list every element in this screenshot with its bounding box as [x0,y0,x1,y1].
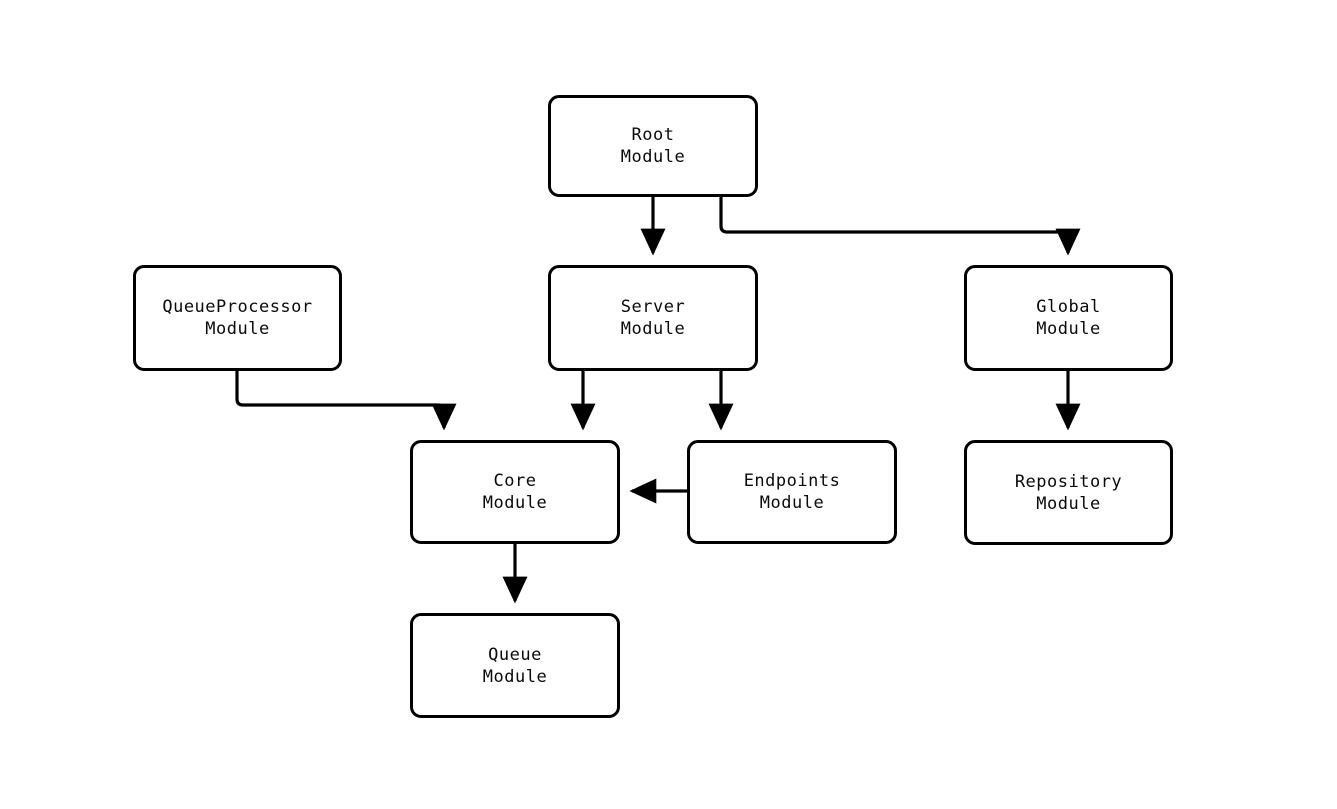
edge-queueprocessor-to-core [235,371,457,431]
node-core-label: Core Module [482,471,548,513]
node-queue-label: Queue Module [482,644,548,687]
node-endpoints[interactable]: Endpoints Module [687,440,897,544]
node-global[interactable]: Global Module [964,265,1173,371]
edge-root-to-global [719,197,1081,256]
node-server[interactable]: Server Module [548,265,758,371]
node-server-label: Server Module [620,297,686,339]
node-repository-label: Repository Module [1014,471,1123,514]
node-root-label: Root Module [620,125,686,167]
node-queue[interactable]: Queue Module [410,613,620,718]
node-root[interactable]: Root Module [548,95,758,197]
node-global-label: Global Module [1036,297,1101,339]
node-core[interactable]: Core Module [410,440,620,544]
node-repository[interactable]: Repository Module [964,440,1173,545]
node-queueprocessor[interactable]: QueueProcessor Module [133,265,342,371]
node-endpoints-label: Endpoints Module [743,471,841,513]
node-queueprocessor-label: QueueProcessor Module [162,297,313,339]
